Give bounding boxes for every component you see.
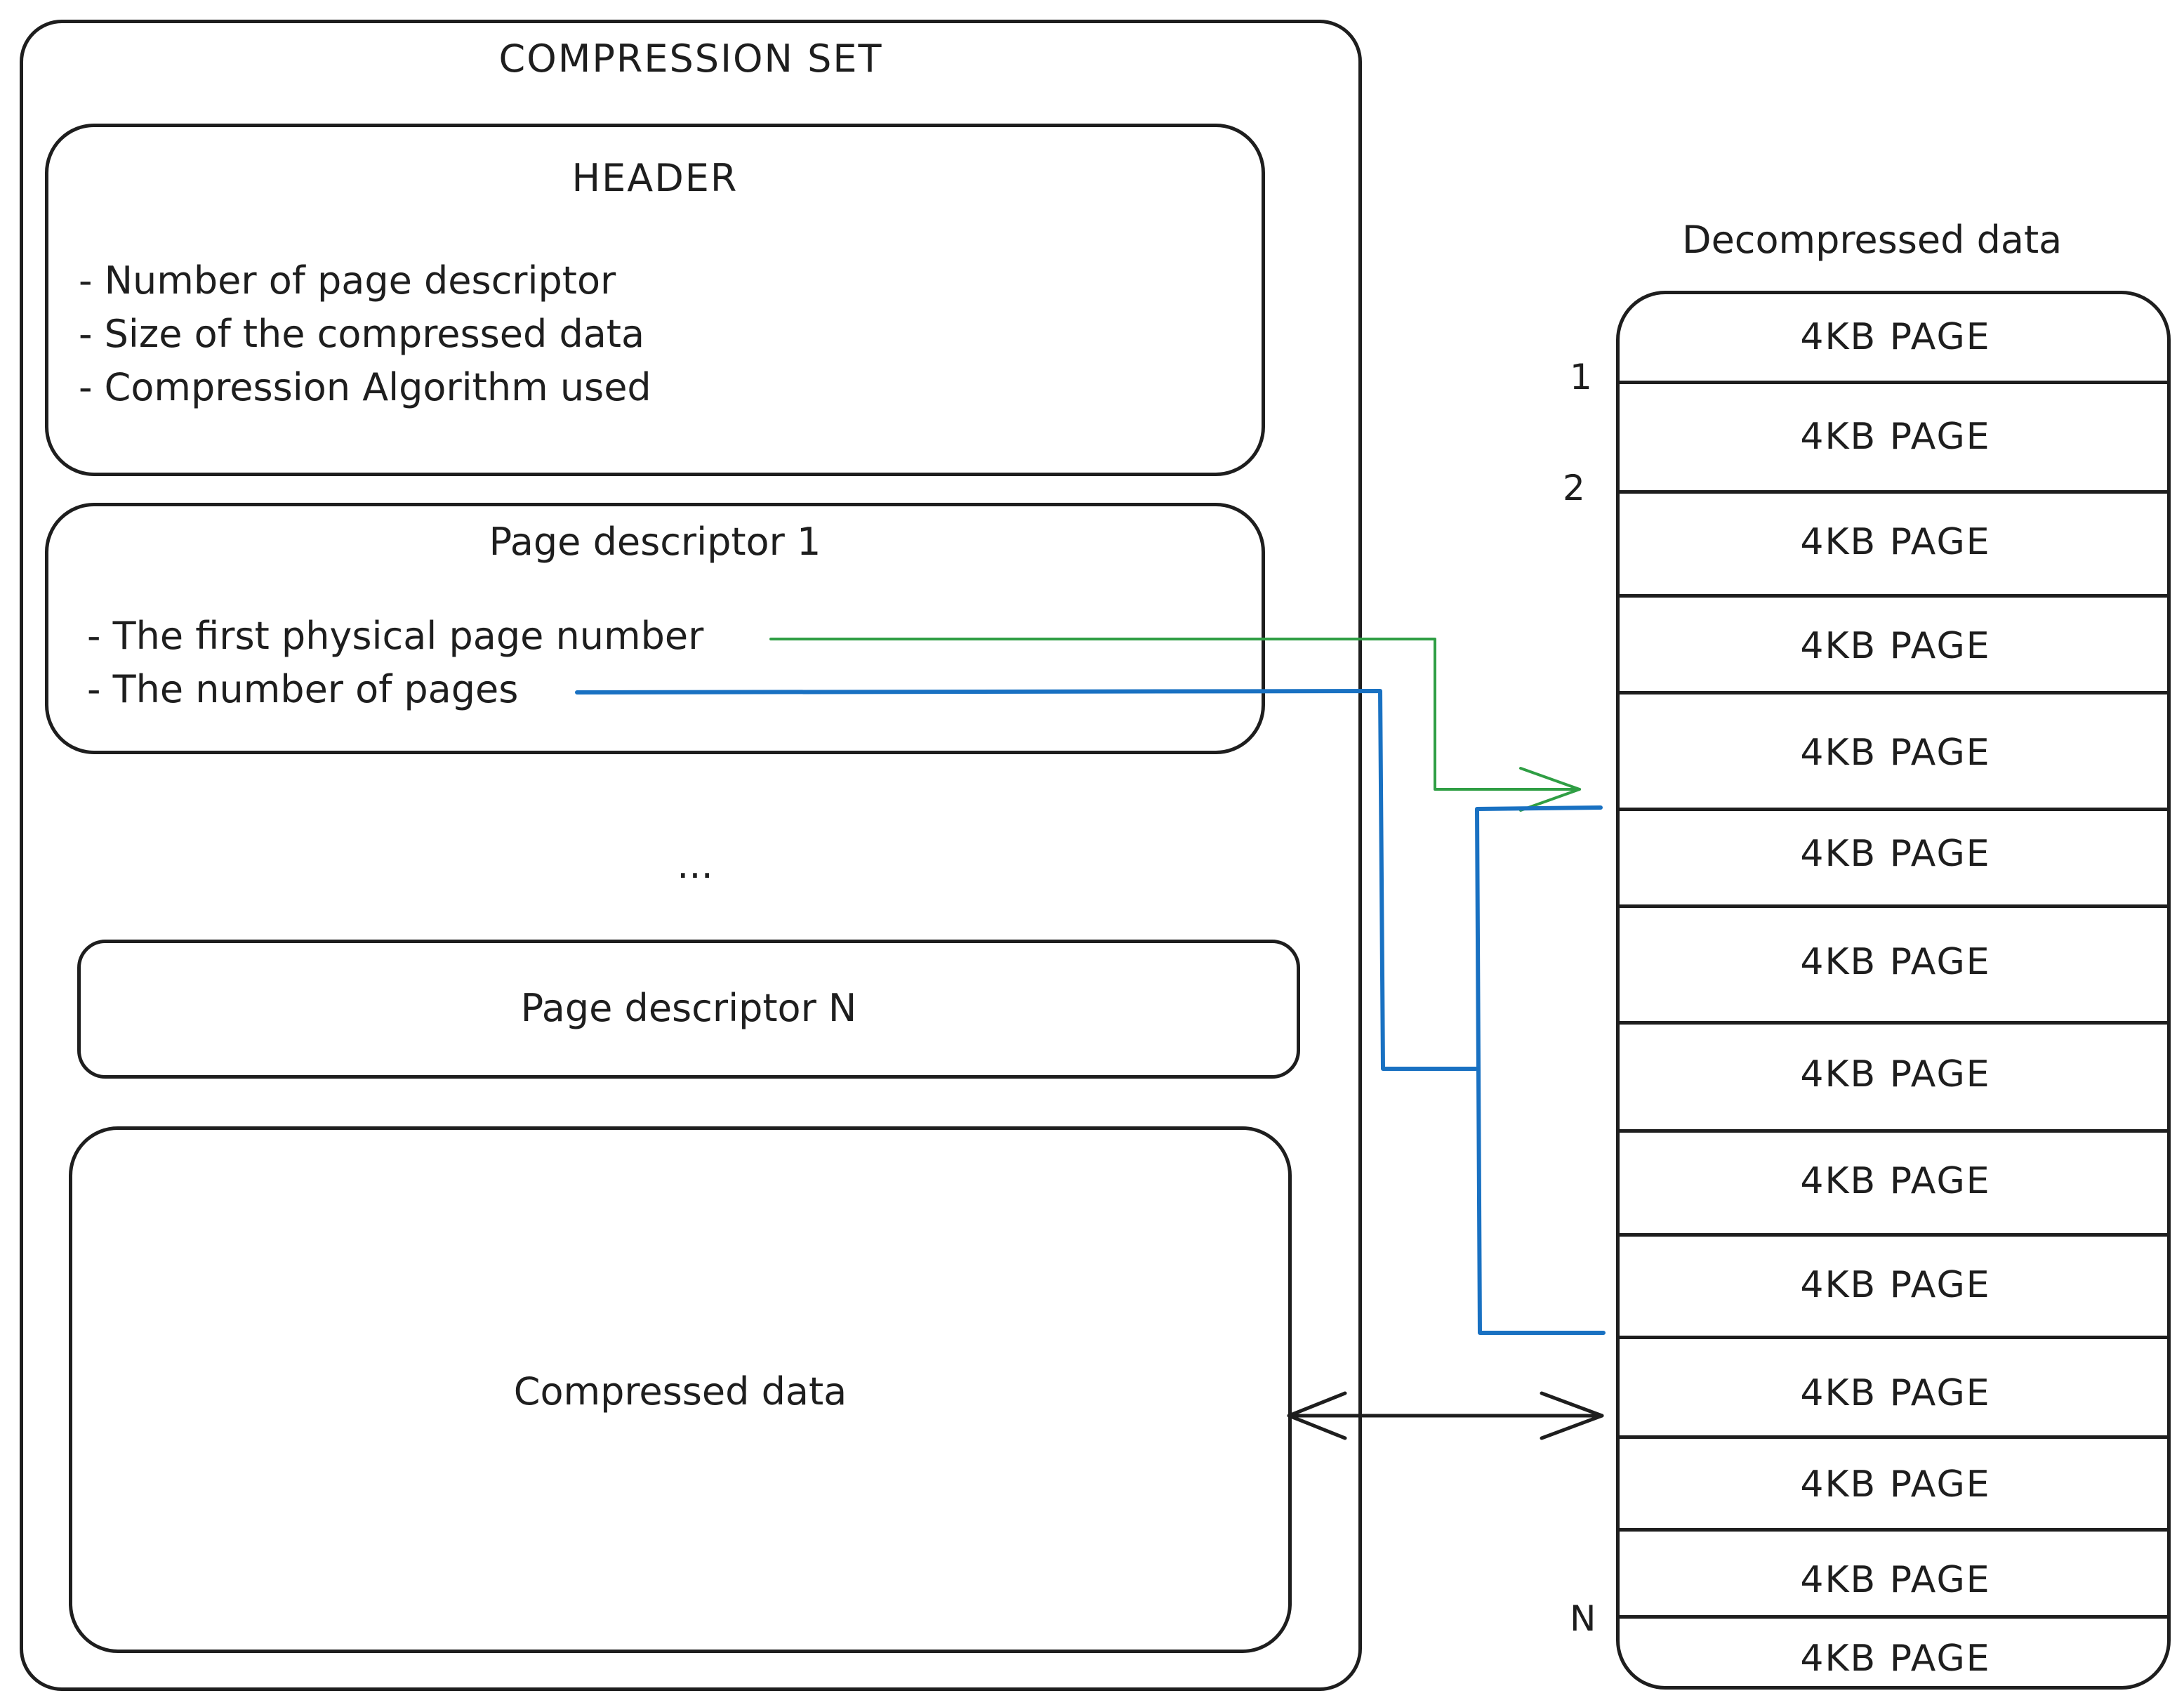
first-page-arrow-head [1519, 767, 1581, 812]
page-count-range [1475, 805, 1606, 1335]
page-divider-11 [1616, 1435, 2171, 1439]
page-row-11: 4KB PAGE [1800, 1372, 1991, 1414]
page-marker-2: 2 [1563, 468, 1585, 508]
header-item-compressed-size: - Size of the compressed data [79, 312, 645, 356]
page-descriptor-1-title: Page descriptor 1 [489, 520, 821, 564]
page-row-1: 4KB PAGE [1800, 316, 1991, 358]
page-row-10: 4KB PAGE [1800, 1264, 1991, 1306]
page-count-bracket [575, 689, 1606, 1335]
page-row-7: 4KB PAGE [1800, 941, 1991, 983]
page-divider-5 [1616, 808, 2171, 811]
descriptor-first-physical-page-number: - The first physical page number [87, 614, 704, 658]
page-divider-10 [1616, 1336, 2171, 1339]
page-row-6: 4KB PAGE [1800, 833, 1991, 875]
page-divider-4 [1616, 691, 2171, 694]
page-row-5: 4KB PAGE [1800, 732, 1991, 774]
compressed-data-box [69, 1126, 1292, 1653]
page-descriptor-n-title: Page descriptor N [520, 986, 857, 1030]
page-marker-n: N [1570, 1598, 1596, 1639]
page-divider-13 [1616, 1615, 2171, 1619]
page-marker-1: 1 [1570, 357, 1592, 397]
first-page-arrow-line [769, 638, 1581, 791]
page-divider-1 [1616, 381, 2171, 384]
descriptor-ellipsis: ... [677, 843, 713, 887]
first-page-arrow [769, 638, 1581, 812]
page-row-4: 4KB PAGE [1800, 625, 1991, 667]
decompressed-data-container [1616, 291, 2171, 1690]
page-row-9: 4KB PAGE [1800, 1160, 1991, 1202]
page-row-3: 4KB PAGE [1800, 521, 1991, 563]
descriptor-number-of-pages: - The number of pages [87, 667, 519, 711]
double-arrow-left-head [1287, 1391, 1347, 1440]
page-row-12: 4KB PAGE [1800, 1463, 1991, 1506]
double-arrow-right-head [1540, 1391, 1604, 1440]
compressed-to-pages-arrow [1287, 1391, 1604, 1440]
compression-set-title: COMPRESSION SET [498, 37, 883, 81]
compression-set-container [20, 20, 1362, 1691]
page-divider-7 [1616, 1021, 2171, 1025]
header-title: HEADER [571, 156, 739, 200]
page-row-8: 4KB PAGE [1800, 1053, 1991, 1095]
page-divider-9 [1616, 1233, 2171, 1237]
page-count-line [575, 689, 1478, 1071]
page-divider-6 [1616, 904, 2171, 908]
header-box [45, 124, 1265, 476]
header-item-descriptor-count: - Number of page descriptor [79, 258, 616, 303]
page-divider-8 [1616, 1129, 2171, 1133]
header-item-algorithm: - Compression Algorithm used [79, 365, 651, 409]
page-descriptor-1-box [45, 503, 1265, 754]
page-row-13: 4KB PAGE [1800, 1559, 1991, 1601]
page-divider-2 [1616, 490, 2171, 494]
page-row-14: 4KB PAGE [1800, 1638, 1991, 1680]
compressed-data-title: Compressed data [513, 1369, 847, 1414]
decompressed-data-title: Decompressed data [1682, 218, 2063, 262]
page-descriptor-n-box [77, 940, 1300, 1079]
page-divider-3 [1616, 594, 2171, 598]
page-divider-12 [1616, 1528, 2171, 1532]
page-row-2: 4KB PAGE [1800, 416, 1991, 458]
